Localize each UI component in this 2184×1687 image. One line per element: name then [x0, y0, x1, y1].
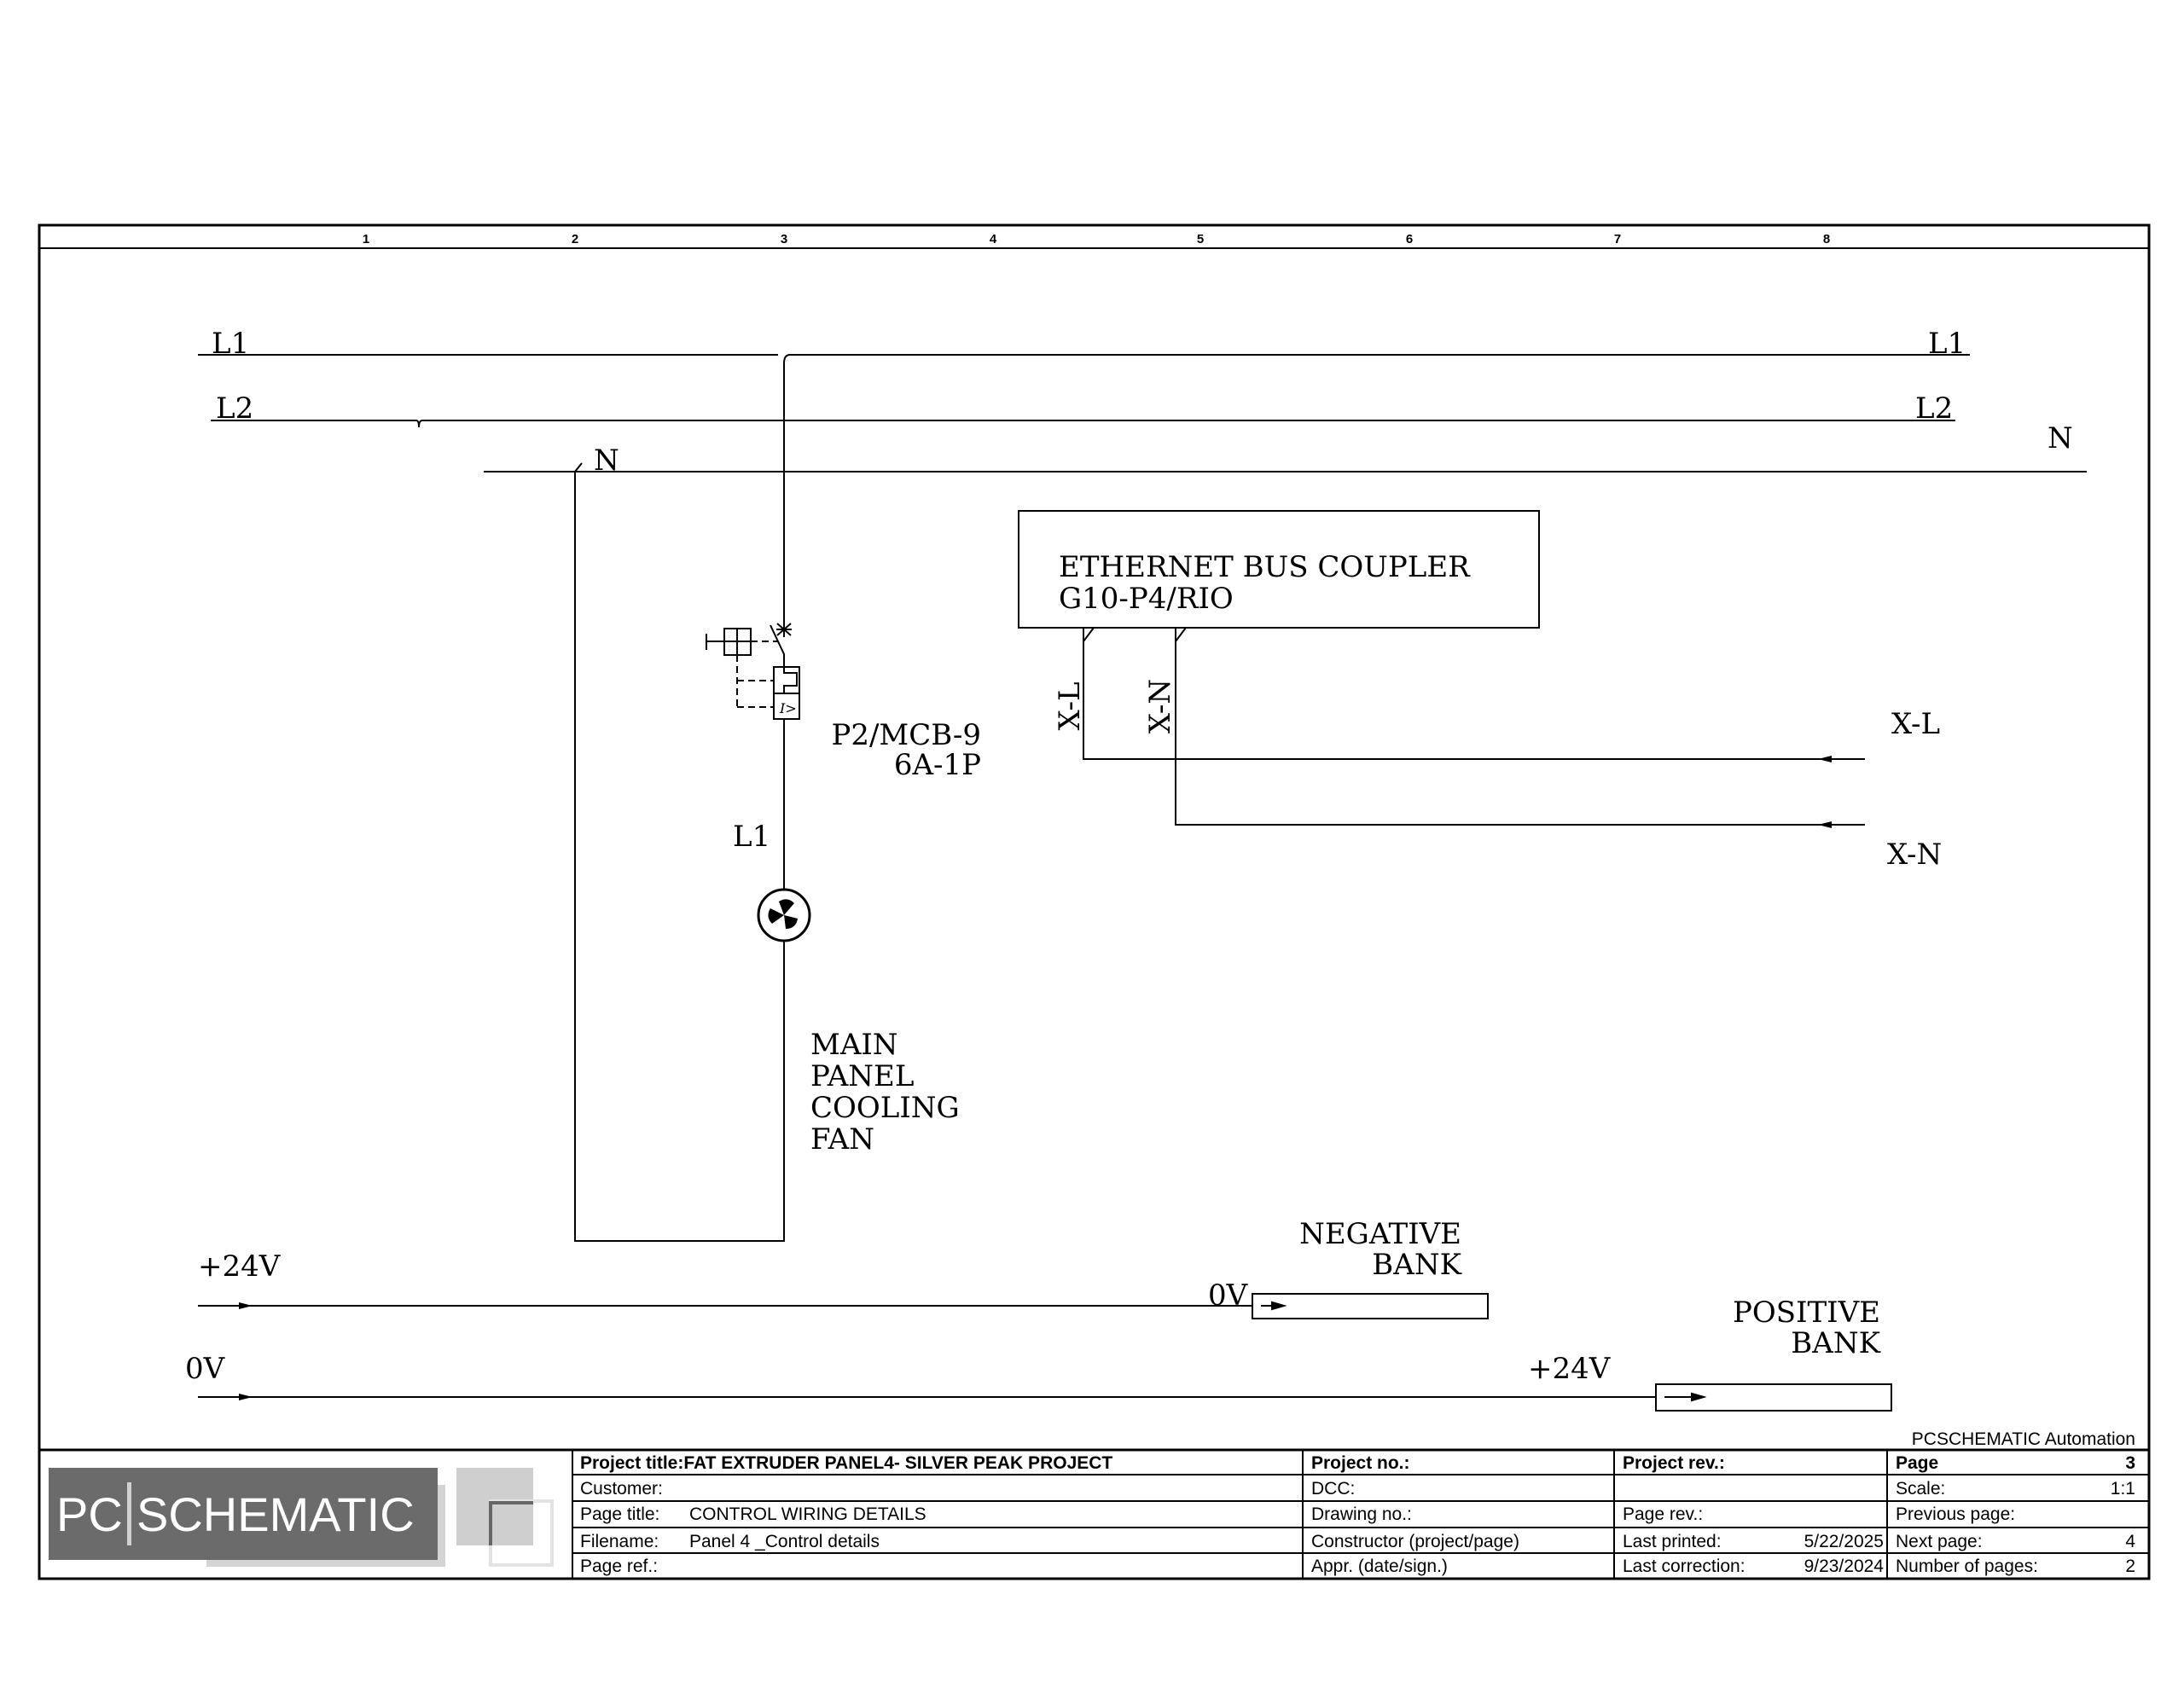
column-number: 8 — [1823, 232, 1830, 246]
page-title-value: CONTROL WIRING DETAILS — [689, 1504, 926, 1524]
page-label: Page — [1896, 1453, 1938, 1473]
l2-label-left: L2 — [216, 391, 253, 426]
circuit-breaker-symbol[interactable]: I> — [706, 622, 800, 720]
logo-text-right: SCHEMATIC — [136, 1487, 415, 1541]
fan-name-line: MAIN — [810, 1028, 898, 1062]
p24v-arrow-icon — [239, 1302, 253, 1309]
column-number: 1 — [363, 232, 369, 246]
last-correction-label: Last correction: — [1623, 1557, 1745, 1576]
pc-schematic-logo: PC SCHEMATIC — [49, 1468, 554, 1567]
fan-name-line: PANEL — [810, 1059, 914, 1093]
project-rev-label: Project rev.: — [1623, 1453, 1725, 1473]
next-page-value: 4 — [2125, 1532, 2135, 1551]
column-number: 7 — [1614, 232, 1621, 246]
project-title: Project title:FAT EXTRUDER PANEL4- SILVE… — [580, 1453, 1112, 1473]
x-n-wire[interactable] — [1175, 627, 1865, 826]
breaker-tag: P2/MCB-9 — [831, 718, 981, 752]
page-title-label: Page title: — [580, 1504, 659, 1524]
x-n-reference: X-N — [1887, 838, 1942, 872]
x-l-wire[interactable] — [1083, 627, 1865, 760]
negative-bank-arrow-icon — [1261, 1301, 1287, 1311]
coupler-tag: G10-P4/RIO — [1059, 582, 1234, 616]
l1-label-right: L1 — [1928, 327, 1966, 361]
last-correction-value: 9/23/2024 — [1804, 1557, 1885, 1576]
column-number: 6 — [1406, 232, 1413, 246]
terminal-x-n-label: X-N — [1143, 679, 1177, 733]
previous-page-label: Previous page: — [1896, 1504, 2015, 1524]
overcurrent-symbol: I> — [779, 700, 797, 716]
company-name: PCSCHEMATIC Automation — [1912, 1429, 2135, 1449]
approval-label: Appr. (date/sign.) — [1311, 1557, 1448, 1576]
project-no-label: Project no.: — [1311, 1453, 1410, 1473]
column-numbers: 1 2 3 4 5 6 7 8 — [363, 232, 1830, 246]
n-label-drop: N — [594, 443, 619, 478]
positive-bank-ref: +24V — [1528, 1352, 1612, 1386]
next-page-label[interactable]: Next page: — [1896, 1532, 1983, 1551]
negative-bank-box[interactable] — [1252, 1293, 1489, 1319]
scale-label: Scale: — [1896, 1479, 1945, 1499]
fan-name-line: COOLING — [810, 1091, 960, 1125]
last-printed-value: 5/22/2025 — [1804, 1532, 1884, 1551]
n-drop-wire[interactable] — [574, 462, 785, 1242]
l1-drop-wire[interactable] — [783, 354, 791, 625]
column-number: 4 — [990, 232, 997, 246]
constructor-label: Constructor (project/page) — [1311, 1532, 1519, 1551]
customer-label: Customer: — [580, 1479, 663, 1499]
sheet-frame — [38, 223, 2151, 1580]
x-n-arrow-icon — [1818, 821, 1832, 828]
positive-bank-box[interactable] — [1655, 1383, 1892, 1412]
filename-value: Panel 4 _Control details — [689, 1532, 880, 1551]
fan-name-line: FAN — [810, 1122, 874, 1157]
n-label-right: N — [2048, 421, 2073, 455]
scale-value: 1:1 — [2111, 1479, 2135, 1499]
l1-label-left: L1 — [212, 327, 249, 361]
logo-text-left: PC — [56, 1487, 123, 1541]
column-number: 2 — [572, 232, 578, 246]
column-number: 5 — [1197, 232, 1204, 246]
dcc-label: DCC: — [1311, 1479, 1355, 1499]
ov-arrow-icon — [239, 1394, 253, 1400]
x-l-reference: X-L — [1891, 707, 1940, 741]
positive-bank-label: POSITIVE — [1733, 1296, 1880, 1330]
fan-supply-label: L1 — [733, 820, 770, 854]
filename-label: Filename: — [580, 1532, 659, 1551]
negative-bank-label: NEGATIVE — [1299, 1217, 1461, 1251]
last-printed-label: Last printed: — [1623, 1532, 1722, 1551]
negative-bank-ref: 0V — [1208, 1278, 1249, 1313]
number-of-pages-label: Number of pages: — [1896, 1557, 2038, 1576]
ethernet-bus-coupler[interactable]: ETHERNET BUS COUPLER G10-P4/RIO — [1018, 510, 1540, 629]
drawing-no-label: Drawing no.: — [1311, 1504, 1412, 1524]
x-l-arrow-icon — [1818, 756, 1832, 762]
coupler-title: ETHERNET BUS COUPLER — [1059, 550, 1471, 584]
page-value: 3 — [2125, 1453, 2135, 1473]
p24v-label: +24V — [198, 1249, 282, 1284]
page-rev-label: Page rev.: — [1623, 1504, 1703, 1524]
page-ref-label: Page ref.: — [580, 1557, 658, 1576]
positive-bank-arrow-icon — [1664, 1392, 1707, 1402]
terminal-x-l-label: X-L — [1053, 681, 1087, 730]
negative-bank-label: BANK — [1372, 1248, 1461, 1282]
ov-label: 0V — [185, 1352, 226, 1386]
l2-busbar[interactable] — [211, 420, 1955, 428]
l2-label-right: L2 — [1915, 391, 1953, 426]
column-number: 3 — [781, 232, 787, 246]
fan-icon[interactable] — [757, 888, 811, 942]
number-of-pages-value: 2 — [2125, 1557, 2135, 1576]
title-block: Project title:FAT EXTRUDER PANEL4- SILVE… — [39, 1448, 2149, 1579]
breaker-rating: 6A-1P — [894, 748, 981, 782]
positive-bank-label: BANK — [1791, 1326, 1880, 1360]
